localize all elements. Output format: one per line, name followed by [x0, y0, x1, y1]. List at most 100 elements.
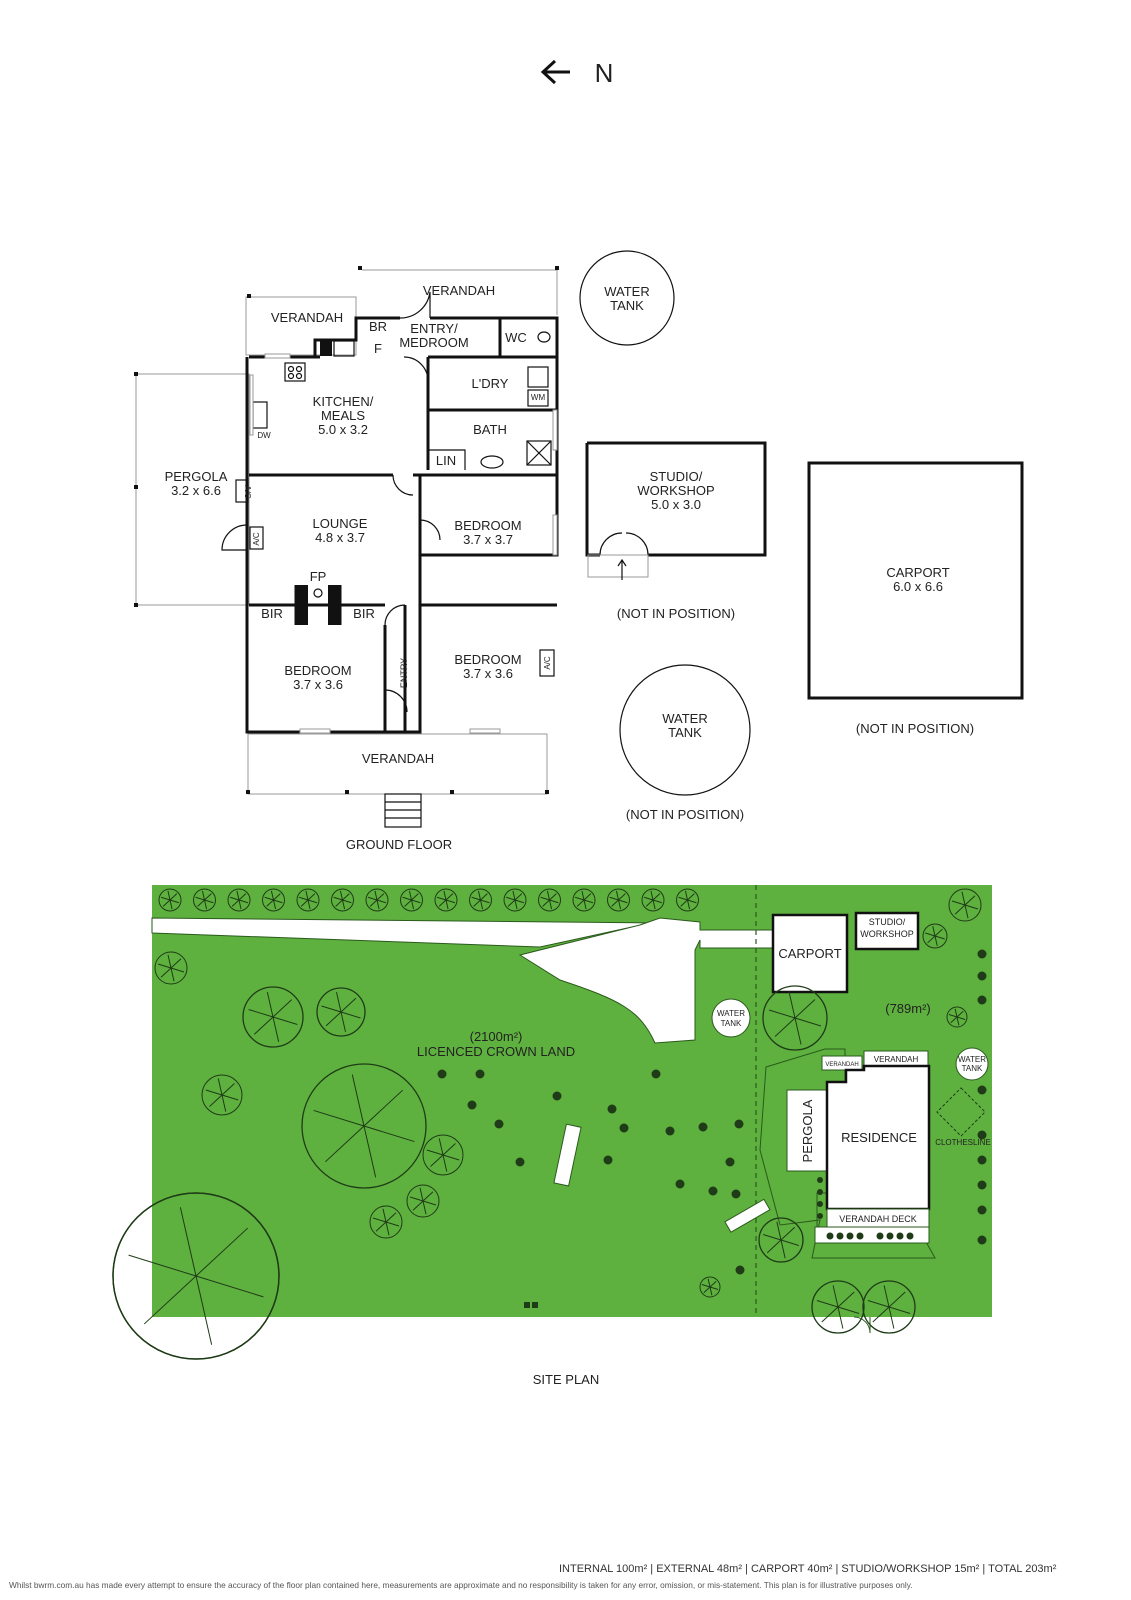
- tree-icon: [201, 1074, 243, 1116]
- shrub-icon: [494, 1119, 504, 1129]
- fireplace-block-left: [296, 585, 308, 625]
- tree-icon: [948, 888, 982, 922]
- kitchen-label-2: MEALS: [321, 408, 365, 423]
- verandah-top-label: VERANDAH: [423, 283, 495, 298]
- bedroom-right-top-label-1: BEDROOM: [454, 518, 521, 533]
- door-swing-entry: [399, 291, 431, 319]
- site-trees: [112, 888, 987, 1360]
- tree-icon: [538, 888, 561, 912]
- shrub-icon: [552, 1091, 562, 1101]
- studio-note: (NOT IN POSITION): [617, 606, 735, 621]
- area-summary: INTERNAL 100m² | EXTERNAL 48m² | CARPORT…: [559, 1563, 1057, 1575]
- shrub-icon: [698, 1122, 708, 1132]
- tree-icon: [758, 1217, 804, 1263]
- water-tank-note: (NOT IN POSITION): [626, 807, 744, 822]
- verandah-top-left-outline: [245, 296, 357, 356]
- shrub-icon: [725, 1157, 735, 1167]
- window: [249, 374, 254, 436]
- window: [299, 728, 331, 734]
- fp-label: FP: [310, 569, 327, 584]
- door-swing-bedroom: [419, 519, 441, 541]
- site-residence-label: RESIDENCE: [841, 1130, 917, 1145]
- wc-label: WC: [505, 330, 527, 345]
- tree-icon: [699, 1276, 721, 1298]
- water-tank-top: [579, 250, 675, 346]
- water-tank-bottom-label-1: WATER: [662, 711, 708, 726]
- stove-icon: [284, 362, 306, 382]
- site-pergola-label: PERGOLA: [800, 1099, 815, 1162]
- tree-icon: [193, 888, 216, 912]
- tree-icon: [946, 1006, 968, 1028]
- bedroom-left-label-2: 3.7 x 3.6: [293, 677, 343, 692]
- tree-icon: [572, 888, 596, 912]
- kitchen-label-3: 5.0 x 3.2: [318, 422, 368, 437]
- shrub-icon: [977, 971, 987, 981]
- shrub-icon: [475, 1069, 485, 1079]
- door-swing-pergola: [221, 524, 248, 551]
- window: [264, 353, 291, 359]
- site-verandah-deck-label: VERANDAH DECK: [839, 1214, 917, 1224]
- tree-icon: [434, 888, 458, 912]
- shrub-icon: [675, 1179, 685, 1189]
- shower-icon: [526, 440, 552, 466]
- ground-floor-title: GROUND FLOOR: [346, 837, 452, 852]
- tree-icon: [503, 888, 527, 912]
- site-verandah-small-label: VERANDAH: [825, 1062, 858, 1068]
- pergola-outline: [135, 373, 250, 606]
- laundry-label: L'DRY: [472, 376, 509, 391]
- shrub-icon: [731, 1189, 741, 1199]
- shrub-icon: [977, 1130, 987, 1140]
- tree-icon: [112, 1192, 280, 1360]
- shrub-icon: [977, 995, 987, 1005]
- tree-icon: [369, 1205, 403, 1239]
- window: [552, 409, 558, 451]
- door-swing-laundry: [403, 356, 429, 382]
- ac-label-2: A/C: [252, 532, 261, 546]
- shrub-icon: [977, 1180, 987, 1190]
- site-water-tank-1-label-2: TANK: [721, 1019, 742, 1028]
- bedroom-right-bottom-label-2: 3.7 x 3.6: [463, 666, 513, 681]
- site-studio-label-1: STUDIO/: [869, 917, 906, 927]
- water-tank-top-label-2: TANK: [610, 298, 644, 313]
- sink-icon: [252, 401, 268, 429]
- shrub-icon: [977, 1205, 987, 1215]
- tree-icon: [607, 888, 630, 912]
- pergola-label-2: 3.2 x 6.6: [171, 483, 221, 498]
- site-studio-label-2: WORKSHOP: [860, 929, 914, 939]
- dw-label: DW: [257, 431, 271, 440]
- tree-icon: [158, 888, 182, 912]
- tree-icon: [331, 888, 354, 912]
- crown-land-label: LICENCED CROWN LAND: [417, 1044, 575, 1059]
- shrub-icon: [977, 1235, 987, 1245]
- tree-icon: [296, 888, 320, 912]
- tree-icon: [676, 888, 699, 912]
- washing-machine-icon: [527, 389, 549, 407]
- door-swing-studio: [599, 532, 649, 556]
- pergola-label-1: PERGOLA: [165, 469, 228, 484]
- verandah-top-left-label: VERANDAH: [271, 310, 343, 325]
- wall-bedroom-top: [249, 603, 407, 732]
- f-label: F: [374, 341, 382, 356]
- tree-icon: [316, 987, 366, 1037]
- shrub-icon: [735, 1265, 745, 1275]
- site-clothesline-label: CLOTHESLINE: [935, 1138, 991, 1147]
- entry-medroom-label-1: ENTRY/: [410, 321, 458, 336]
- site-plan: [112, 885, 992, 1360]
- verandah-bottom-label: VERANDAH: [362, 751, 434, 766]
- shrub-icon: [619, 1123, 629, 1133]
- north-arrow-icon: [540, 59, 570, 85]
- tree-icon: [227, 888, 251, 912]
- carport-label-2: 6.0 x 6.6: [893, 579, 943, 594]
- bir-right-label: BIR: [353, 606, 375, 621]
- wall-wet-areas: [426, 355, 557, 470]
- tree-icon: [922, 923, 948, 949]
- ac-unit: [249, 526, 264, 550]
- studio-label-3: 5.0 x 3.0: [651, 497, 701, 512]
- tree-icon: [242, 986, 304, 1048]
- ground-floor-plan: [134, 266, 559, 828]
- tree-icon: [365, 888, 389, 912]
- shrub-icon: [977, 1155, 987, 1165]
- lin-label: LIN: [436, 453, 456, 468]
- water-tank-bottom: [619, 664, 751, 796]
